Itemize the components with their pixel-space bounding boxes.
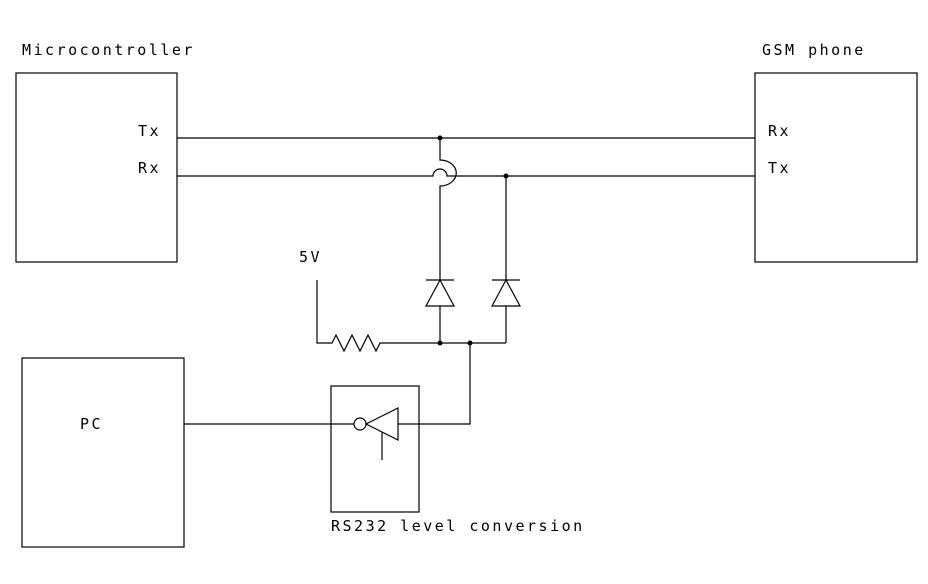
gsm-phone-title: GSM phone [762,41,866,59]
rs232-output-wire [398,343,471,425]
gsm-phone-tx-label: Tx [768,159,791,177]
diode-2 [490,278,522,307]
pc-title: PC [80,415,103,433]
inverter-bubble [353,417,367,431]
diode1-feed-wire [439,138,457,280]
pc-block: PC [21,357,185,548]
diode-1 [424,278,456,307]
rx-line [177,168,755,177]
diode1-triangle [424,278,456,307]
microcontroller-box [15,72,178,263]
diode2-triangle [490,278,522,307]
pc-box [21,357,185,548]
microcontroller-block: Microcontroller Tx Rx [15,41,195,263]
rs232-block: RS232 level conversion [330,385,585,535]
microcontroller-title: Microcontroller [22,41,195,59]
pullup-resistor [316,280,398,353]
rs232-title: RS232 level conversion [331,517,585,535]
node-dot-diode1 [437,340,443,346]
microcontroller-rx-label: Rx [138,159,161,177]
microcontroller-tx-label: Tx [138,122,161,140]
gsm-phone-rx-label: Rx [768,122,791,140]
gsm-phone-block: GSM phone Rx Tx [754,41,918,263]
rs232-box [330,385,420,513]
gsm-phone-box [754,72,918,263]
supply-5v-label: 5V [299,248,322,266]
